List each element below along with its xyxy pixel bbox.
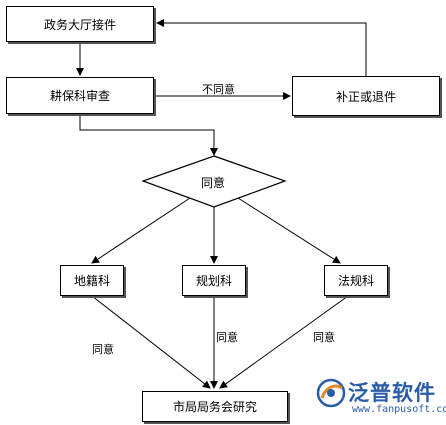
edge-land-to-bureau	[91, 295, 211, 389]
watermark-logo: 泛普软件 www.fanpusoft.com	[316, 376, 446, 420]
node-review: 耕保科审查	[6, 77, 154, 114]
edge-label-agree-right: 同意	[313, 331, 335, 344]
watermark-url-text: www.fanpusoft.com	[352, 404, 446, 415]
node-planning: 规划科	[182, 265, 246, 296]
watermark-brand-text: 泛普软件	[348, 381, 436, 405]
decision-label: 同意	[201, 176, 226, 190]
node-law: 法规科	[324, 265, 388, 296]
edge-correction-to-hall	[156, 19, 367, 76]
node-correction-or-return: 补正或退件	[292, 76, 440, 116]
node-land-registry: 地籍科	[60, 265, 124, 296]
node-bureau-meeting: 市局局务会研究	[142, 391, 288, 422]
edge-label-agree-left: 同意	[92, 343, 114, 356]
edge-decision-to-land	[91, 197, 191, 264]
edge-law-to-bureau	[219, 295, 349, 389]
edge-decision-to-law	[237, 197, 341, 264]
edge-label-agree-mid: 同意	[216, 331, 238, 344]
brand-logo-icon	[316, 378, 346, 408]
edge-label-disagree: 不同意	[202, 83, 235, 96]
edge-review-to-decision	[79, 114, 218, 156]
node-hall-intake: 政务大厅接件	[6, 6, 154, 42]
